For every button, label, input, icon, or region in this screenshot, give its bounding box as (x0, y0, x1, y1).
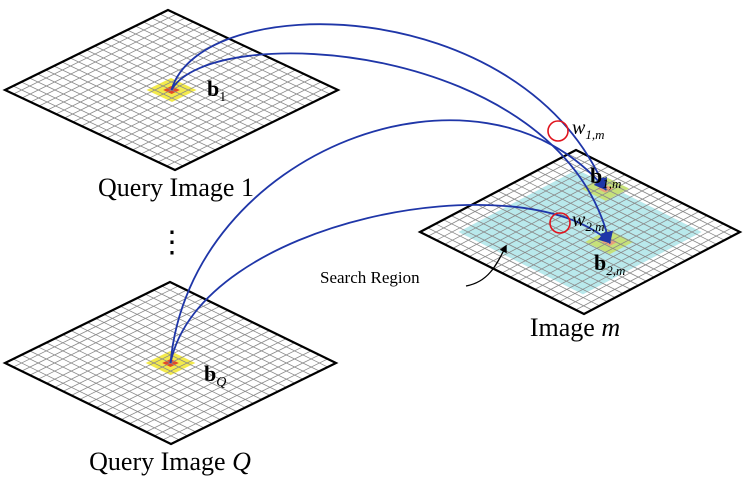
grid-line (482, 198, 647, 282)
grid-line (12, 85, 184, 167)
grid-line (54, 338, 221, 421)
grid-line (62, 334, 229, 417)
weight-2-circle (549, 212, 571, 234)
grid-line (29, 77, 200, 159)
grid-line (474, 202, 639, 286)
grid-line (497, 190, 663, 274)
grid-line (123, 65, 288, 147)
grid-line (21, 354, 188, 437)
grid-line (162, 358, 328, 441)
grid-line (53, 65, 225, 147)
grid-line (534, 207, 691, 290)
grid-line (70, 330, 238, 412)
query-image-1-caption: Query Image 1 (98, 173, 254, 202)
grid-line (166, 85, 330, 167)
block-2-m-label: b2,m (594, 250, 625, 278)
grid-line (145, 350, 312, 433)
grid-line (157, 81, 322, 163)
weight-1-circle (547, 120, 569, 142)
grid-line (451, 215, 616, 298)
query-q-block-label: bQ (204, 361, 226, 390)
grid-line (29, 350, 196, 433)
grid-line (121, 338, 287, 421)
grid-line (466, 207, 631, 290)
grid-line (98, 53, 262, 135)
vertical-ellipsis: ⋮ (157, 226, 187, 259)
grid-line (140, 73, 305, 155)
search-region-pointer (465, 244, 507, 287)
grid-line (443, 219, 608, 303)
grid-line (61, 61, 233, 143)
grid-line (13, 358, 180, 441)
grid-line (526, 202, 683, 286)
grid-line (104, 330, 270, 412)
grid-line (137, 346, 303, 429)
grid-line (458, 211, 624, 294)
grid-line (70, 57, 241, 139)
grid-border (2, 8, 341, 172)
grid-line (106, 57, 271, 139)
grid-line (149, 77, 313, 159)
grid-line (427, 227, 592, 311)
grid-line (37, 73, 208, 155)
grid-line (115, 61, 279, 143)
correspondence-arrows (169, 23, 613, 364)
grid-line (559, 219, 716, 303)
grid-line (542, 211, 700, 294)
grid-line (96, 326, 262, 408)
grid-line (551, 215, 708, 298)
search-region-label: Search Region (320, 268, 420, 287)
arrow-queryq-to-block1 (169, 119, 607, 364)
query-1-block-label: b1 (207, 76, 226, 105)
grid-line (112, 334, 279, 417)
grid-line (46, 342, 213, 425)
grid-line (567, 223, 724, 307)
grid-border (2, 280, 339, 446)
arrow-query1-to-block2 (170, 52, 613, 245)
grid-line (575, 227, 732, 311)
grid-line (518, 198, 675, 282)
grid-line (154, 354, 320, 437)
weight-1-label: w1,m (572, 117, 604, 142)
image-m-grid (417, 148, 743, 316)
grid-line (21, 81, 192, 163)
image-m-caption: Image m (530, 313, 620, 342)
arrow-query1-to-block1 (170, 23, 607, 191)
grid-line (510, 194, 667, 278)
grid-line (435, 223, 600, 307)
grid-line (132, 69, 296, 151)
grid-line (129, 342, 295, 425)
grid-line (79, 326, 246, 408)
block-1-m-label: b1,m (590, 163, 621, 191)
grid-line (37, 346, 205, 429)
grid-line (78, 53, 249, 135)
grid-line (45, 69, 216, 151)
arrow-queryq-to-block2 (169, 204, 612, 364)
grid-line (490, 194, 655, 278)
weight-2-label: w2,m (572, 209, 604, 234)
query-image-q-caption: Query Image Q (89, 447, 251, 476)
